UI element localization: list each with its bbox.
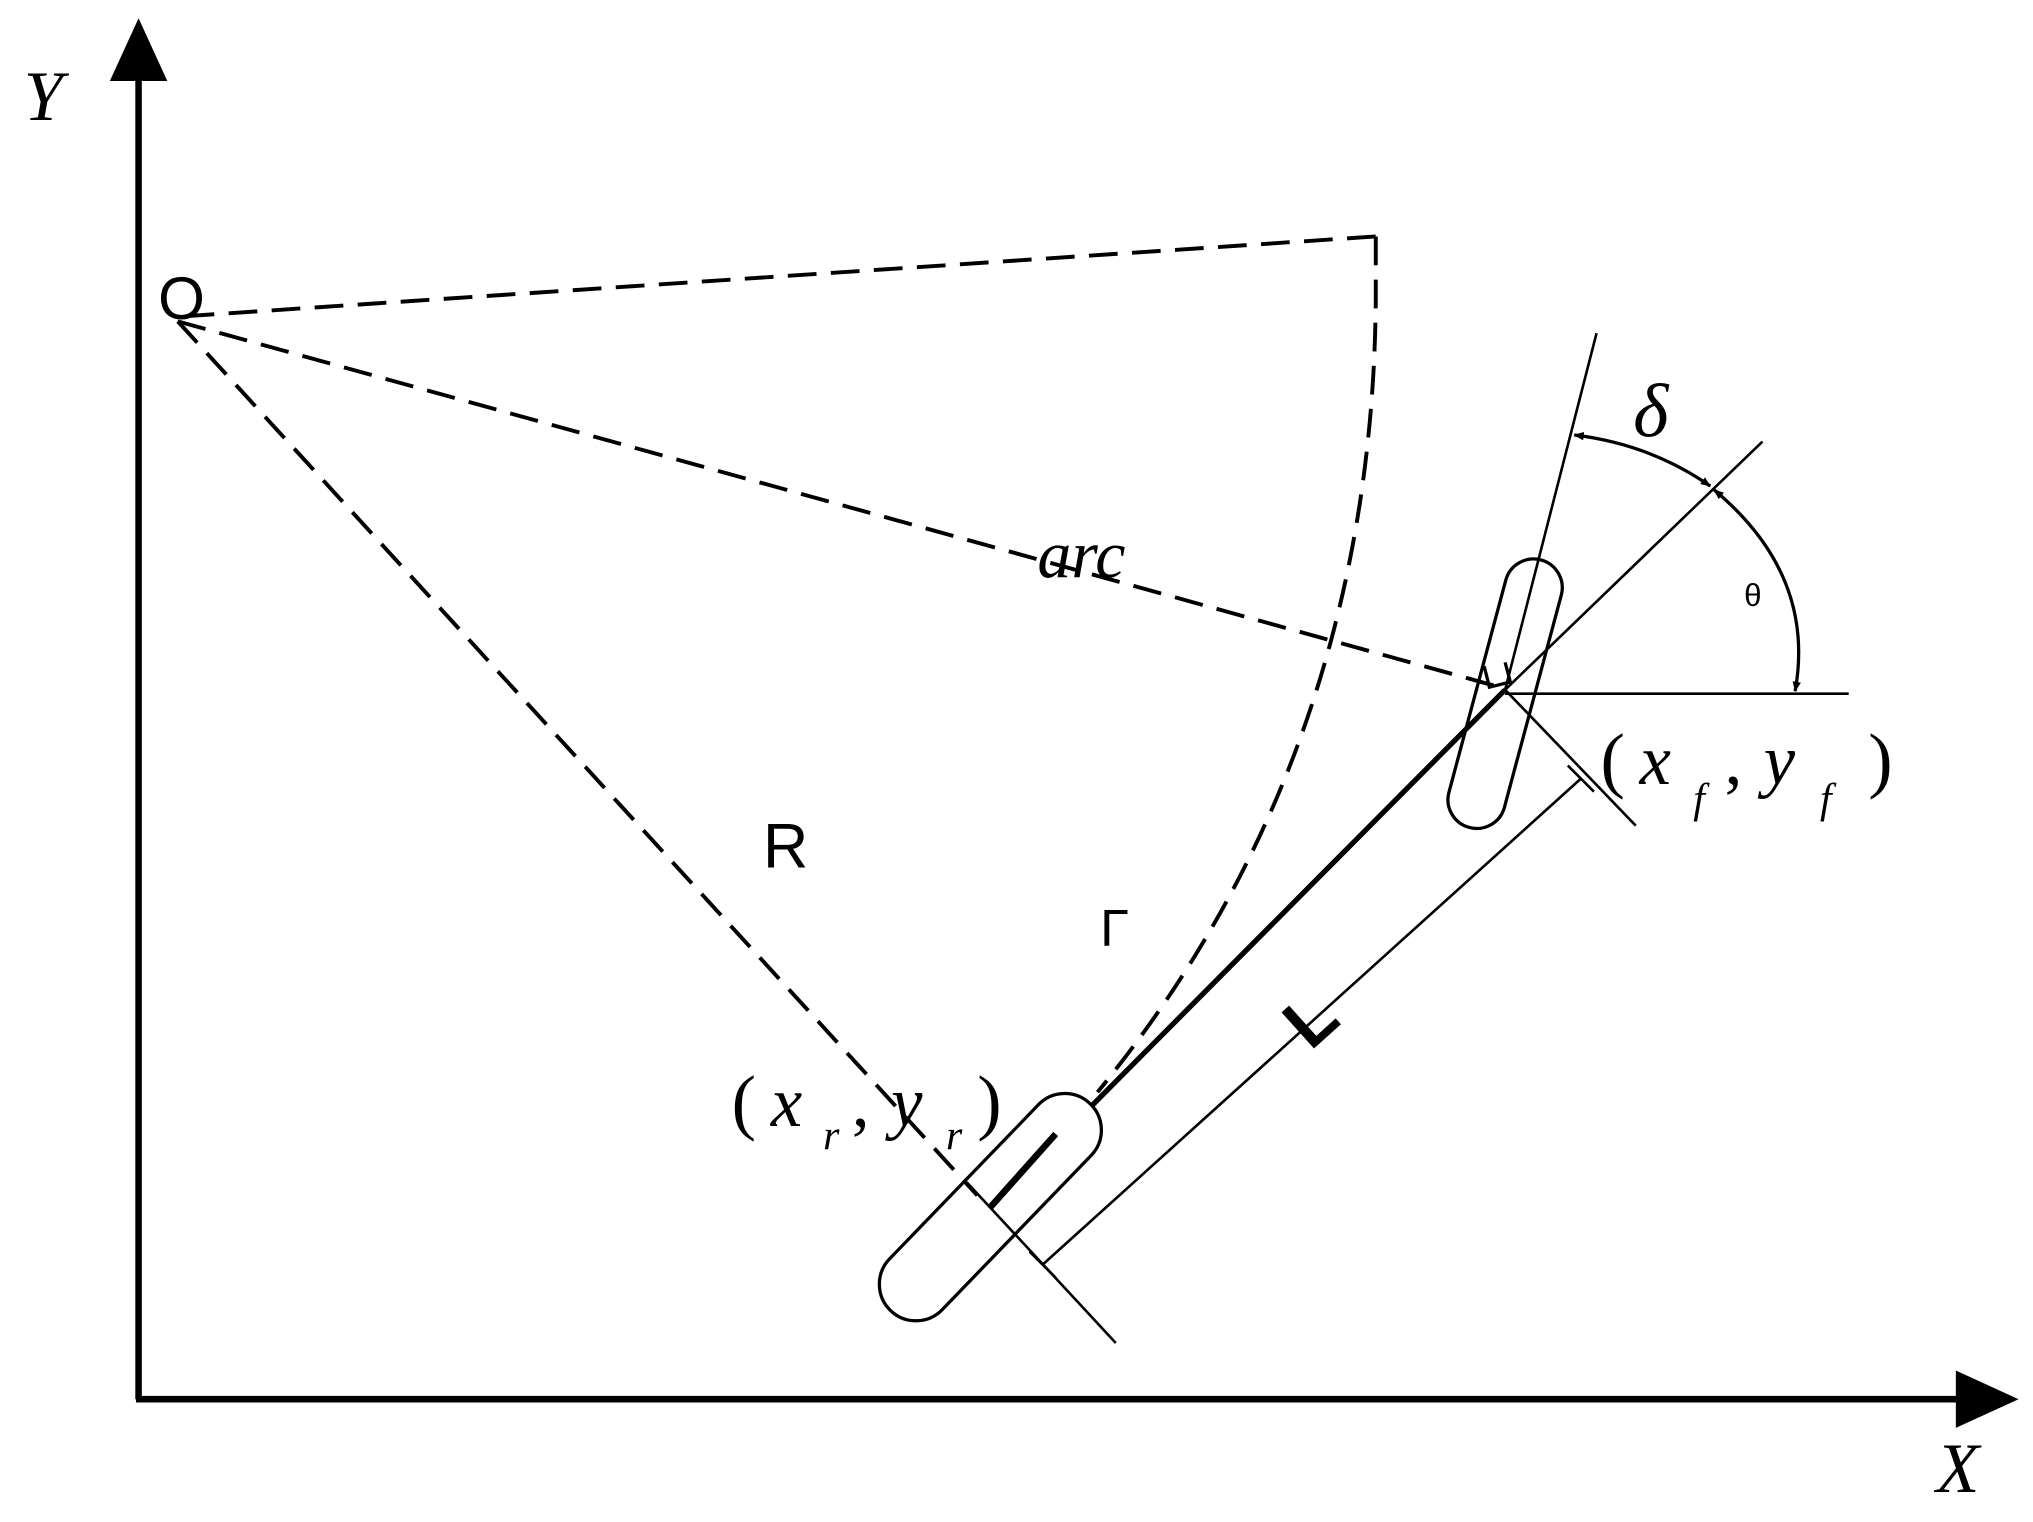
rear-y-subscript: r [946,1114,963,1160]
rear-point-label: ( x r , y r ) [732,1061,1002,1160]
theta-arc [1713,488,1801,693]
delta-label: δ [1633,369,1670,453]
wheelbase-tick-front [1566,764,1595,793]
rear-open-paren: ( [732,1061,756,1142]
front-wheel-direction-line [1503,332,1598,691]
x-axis-arrowhead [1955,1370,2019,1428]
vehicle-wheelbase-line [1090,687,1507,1108]
rear-comma: , [852,1064,870,1142]
radius-line-rear [176,320,979,1197]
front-open-paren: ( [1600,719,1624,800]
rear-y: y [885,1064,923,1142]
x-axis-label: X [1933,1430,1982,1508]
y-axis-arrowhead [109,18,168,81]
rear-wheel-inner-mark [987,1131,1059,1210]
arc-label: arc [1037,516,1125,592]
theta-label: θ [1744,578,1761,613]
front-x: x [1639,722,1671,800]
rear-wheel [877,1091,1104,1323]
rear-close-paren: ) [977,1061,1001,1142]
front-x-subscript: f [1693,777,1710,823]
gamma-label: Γ [1100,900,1129,958]
arc-path-curve [1095,236,1378,1094]
front-y: y [1758,722,1796,800]
wheelbase-dimension-line [1041,777,1582,1266]
construction-lines [176,234,1501,1197]
delta-arc [1573,432,1712,488]
front-comma: , [1725,722,1743,800]
y-axis-label: Y [24,58,70,136]
wheelbase-tick-rear [1028,1250,1057,1279]
front-point-label: ( x f , y f ) [1600,719,1892,823]
radius-line-top [185,234,1376,319]
front-heading-line [1504,440,1764,691]
front-y-subscript: f [1820,777,1837,823]
front-wheel [1446,557,1564,831]
rear-x: x [770,1064,802,1142]
coordinate-axes [109,18,2019,1428]
radius-label: R [763,811,808,881]
rear-x-subscript: r [823,1114,840,1160]
right-angle-marker [1482,661,1513,690]
wheelbase-dimension [1028,764,1595,1279]
angle-arcs [1573,432,1801,693]
vehicle [877,332,1849,1344]
front-axle-line [1504,688,1637,827]
front-close-paren: ) [1868,719,1892,800]
radius-line-front [177,319,1501,690]
center-point-label: O [158,265,205,332]
